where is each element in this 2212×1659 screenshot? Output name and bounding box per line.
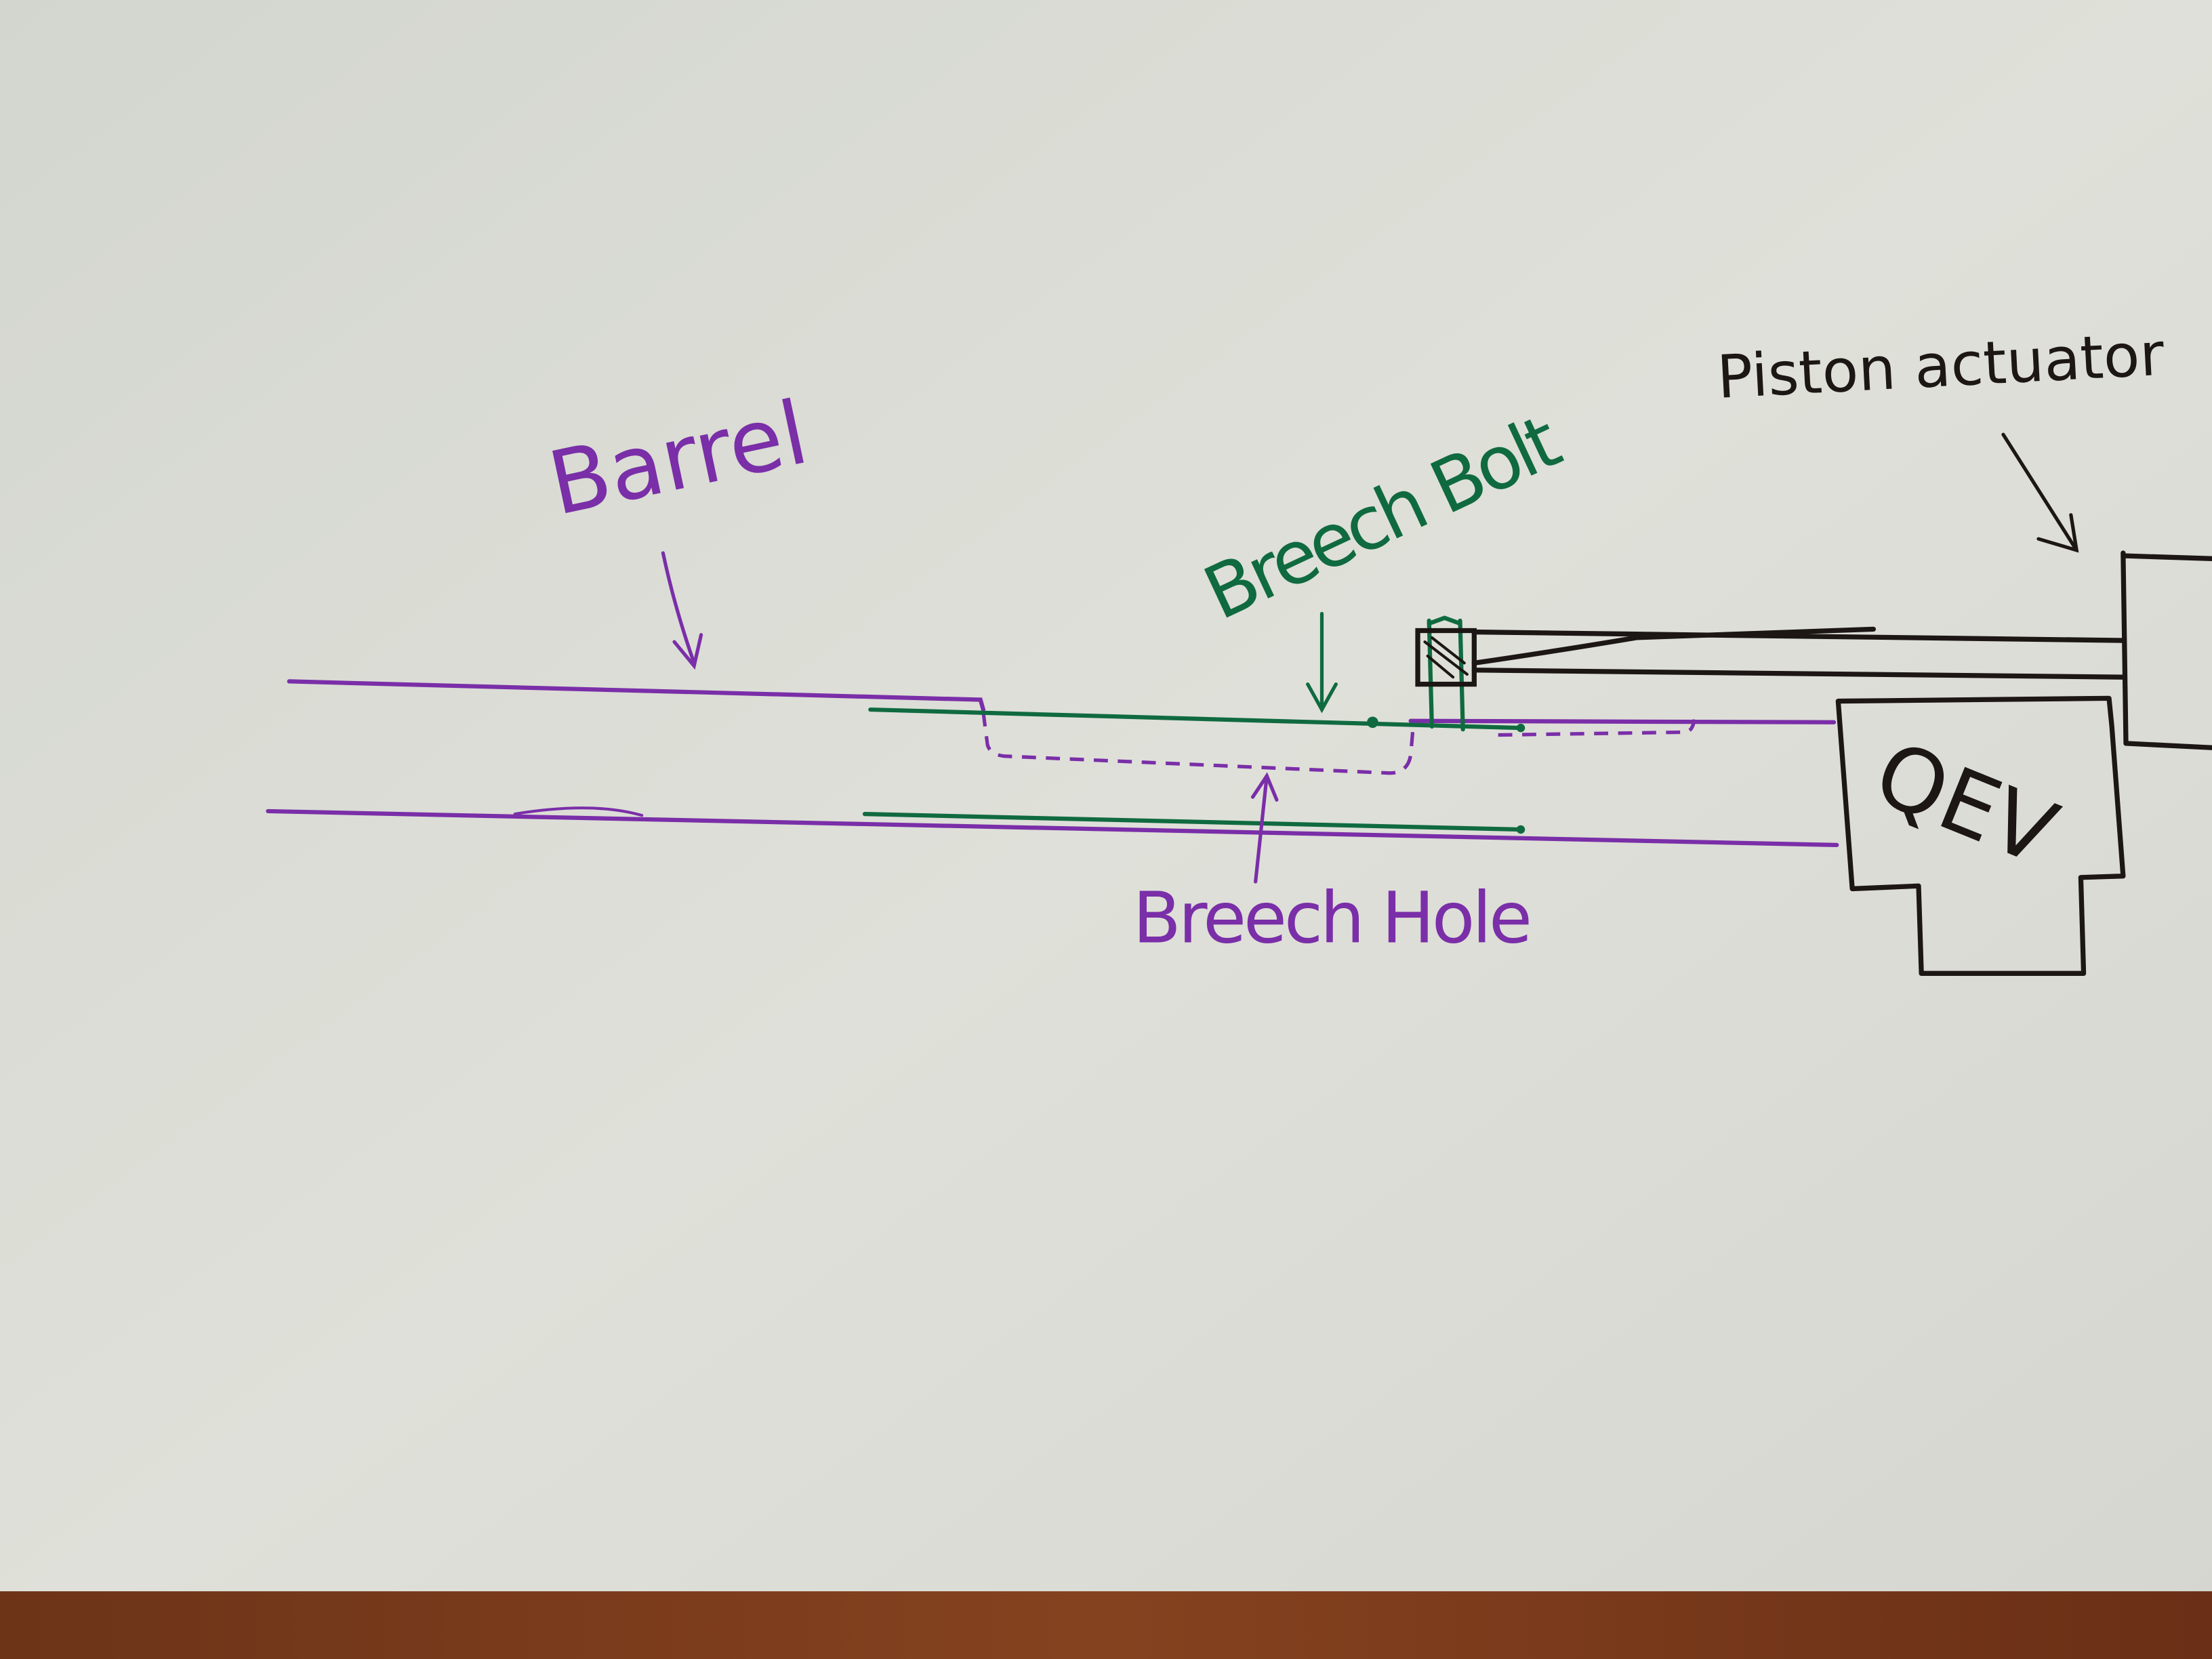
breech-bolt <box>862 615 1523 832</box>
barrel <box>266 679 1839 848</box>
barrel-arrow-icon <box>661 551 703 670</box>
bolt-pin-dot <box>1367 716 1378 729</box>
label-breech-hole: Breech Hole <box>1133 877 1530 960</box>
qev-body <box>1835 695 2126 976</box>
breech-bolt-arrow-icon <box>1306 611 1338 714</box>
piston-actuator-arrow-icon <box>2001 432 2079 553</box>
piston-actuator <box>1415 550 2212 750</box>
wood-table-edge <box>0 1591 2212 1659</box>
breech-hole-outline <box>981 712 1696 775</box>
breech-hole-arrow-icon <box>1250 772 1279 884</box>
